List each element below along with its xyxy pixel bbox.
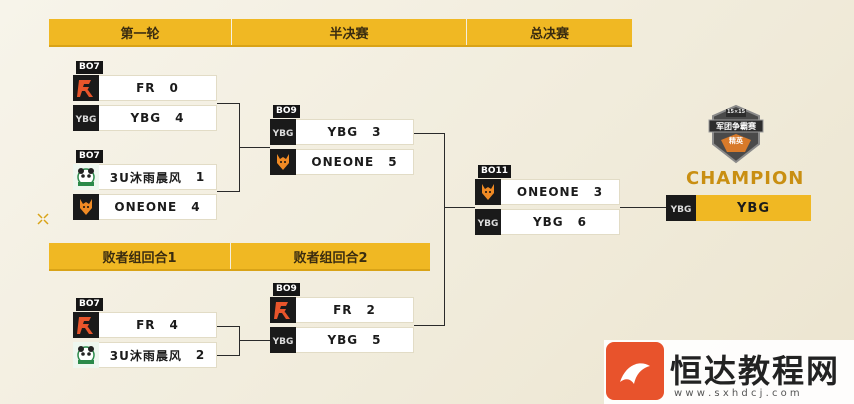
team-name: FR bbox=[333, 303, 353, 317]
team-score: 6 bbox=[577, 215, 588, 229]
team-score: 4 bbox=[191, 200, 201, 214]
fox-logo-icon bbox=[475, 179, 501, 205]
fr-logo-icon bbox=[270, 297, 296, 323]
team-score: 2 bbox=[366, 303, 376, 317]
connector-line bbox=[217, 326, 239, 327]
team-name: ONEONE bbox=[516, 185, 580, 199]
team-score: 3 bbox=[372, 125, 382, 139]
connector-line bbox=[414, 325, 444, 326]
team-row-ybg[interactable]: YBG YBG 3 bbox=[270, 119, 414, 145]
svg-text:YBG: YBG bbox=[477, 219, 498, 228]
team-row-ybg[interactable]: YBG YBG 6 bbox=[475, 209, 620, 235]
connector-line bbox=[414, 133, 444, 134]
team-name: YBG bbox=[532, 215, 564, 229]
connector-line bbox=[217, 355, 239, 356]
team-row-fr[interactable]: FR 0 bbox=[73, 75, 217, 101]
team-row-fr[interactable]: FR 4 bbox=[73, 312, 217, 338]
tournament-badge-icon: 15×15 军团争霸赛 精英 bbox=[705, 104, 767, 166]
team-score: 5 bbox=[388, 155, 398, 169]
header-underline bbox=[49, 45, 632, 47]
watermark: 恒达教程网 w w w . s x h d c j . c o m bbox=[604, 340, 854, 404]
team-row-fr[interactable]: FR 2 bbox=[270, 297, 414, 323]
team-row-oneone[interactable]: ONEONE 4 bbox=[73, 194, 217, 220]
team-row-3u[interactable]: 3U沐雨晨风 1 bbox=[73, 164, 217, 190]
header-semi: 半决赛 bbox=[232, 19, 466, 45]
header-round1: 第一轮 bbox=[49, 19, 231, 45]
team-name: ONEONE bbox=[114, 200, 178, 214]
connector-line bbox=[444, 207, 475, 208]
connector-line bbox=[217, 191, 239, 192]
ybg-logo-icon: YBG bbox=[475, 209, 501, 235]
svg-text:YBG: YBG bbox=[670, 205, 691, 214]
panda-logo-icon bbox=[73, 342, 99, 368]
ybg-logo-icon: YBG bbox=[73, 105, 99, 131]
watermark-url: w w w . s x h d c j . c o m bbox=[674, 388, 800, 399]
fr-logo-icon bbox=[73, 75, 99, 101]
panda-logo-icon bbox=[73, 164, 99, 190]
match-format-badge: BO9 bbox=[273, 105, 300, 118]
header-final: 总决赛 bbox=[467, 19, 632, 45]
match-format-badge: BO9 bbox=[273, 283, 300, 296]
team-name: 3U沐雨晨风 bbox=[109, 170, 182, 185]
connector-line bbox=[217, 103, 239, 104]
champion-team-row[interactable]: YBG YBG bbox=[666, 195, 811, 221]
champion-label: CHAMPION bbox=[686, 168, 805, 189]
connector-line bbox=[620, 207, 666, 208]
team-row-ybg[interactable]: YBG YBG 5 bbox=[270, 327, 414, 353]
match-format-badge: BO7 bbox=[76, 298, 103, 311]
svg-text:YBG: YBG bbox=[75, 115, 96, 124]
header-losers2: 败者组回合2 bbox=[231, 243, 430, 269]
svg-text:YBG: YBG bbox=[272, 337, 293, 346]
team-name: FR bbox=[136, 81, 156, 95]
badge-top-text: 15×15 bbox=[727, 109, 746, 115]
team-name: YBG bbox=[130, 111, 162, 125]
connector-line bbox=[239, 147, 270, 148]
team-name: FR bbox=[136, 318, 156, 332]
team-row-ybg[interactable]: YBG YBG 4 bbox=[73, 105, 217, 131]
connector-line bbox=[239, 326, 240, 356]
ybg-logo-icon: YBG bbox=[666, 195, 696, 221]
watermark-logo-icon bbox=[606, 342, 664, 400]
header-losers1: 败者组回合1 bbox=[49, 243, 230, 269]
team-score: 2 bbox=[195, 348, 206, 362]
connector-line bbox=[239, 340, 270, 341]
team-score: 5 bbox=[372, 333, 382, 347]
watermark-title: 恒达教程网 bbox=[670, 352, 841, 390]
team-name: ONEONE bbox=[311, 155, 375, 169]
team-name: YBG bbox=[327, 125, 359, 139]
champion-team-name: YBG bbox=[696, 195, 811, 221]
match-format-badge: BO7 bbox=[76, 61, 103, 74]
ybg-logo-icon: YBG bbox=[270, 327, 296, 353]
team-row-oneone[interactable]: ONEONE 5 bbox=[270, 149, 414, 175]
team-row-oneone[interactable]: ONEONE 3 bbox=[475, 179, 620, 205]
match-format-badge: BO7 bbox=[76, 150, 103, 163]
team-name: YBG bbox=[327, 333, 359, 347]
team-name: 3U沐雨晨风 bbox=[109, 348, 182, 363]
team-score: 3 bbox=[593, 185, 604, 199]
fr-logo-icon bbox=[73, 312, 99, 338]
losers-header-underline bbox=[49, 269, 430, 271]
team-score: 4 bbox=[175, 111, 185, 125]
fox-logo-icon bbox=[270, 149, 296, 175]
badge-sub-text: 精英 bbox=[729, 137, 743, 145]
match-format-badge: BO11 bbox=[478, 165, 512, 178]
team-score: 4 bbox=[169, 318, 179, 332]
connector-line bbox=[444, 133, 445, 326]
team-score: 0 bbox=[169, 81, 179, 95]
badge-title-text: 军团争霸赛 bbox=[716, 122, 756, 131]
fox-logo-icon bbox=[73, 194, 99, 220]
ybg-logo-icon: YBG bbox=[270, 119, 296, 145]
svg-text:YBG: YBG bbox=[272, 129, 293, 138]
team-row-3u[interactable]: 3U沐雨晨风 2 bbox=[73, 342, 217, 368]
team-score: 1 bbox=[195, 170, 206, 184]
sparkle-icon bbox=[37, 210, 49, 225]
